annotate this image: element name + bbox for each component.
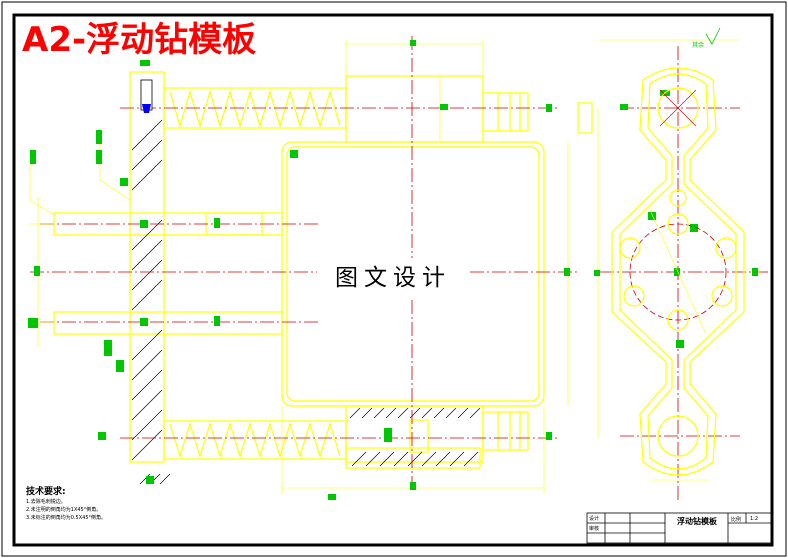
dim-text-6: [546, 104, 552, 112]
roughness-symbol: [705, 27, 721, 45]
dim-text-20: [140, 318, 148, 326]
bolt-hole-5: [623, 285, 645, 307]
right-nut: [577, 102, 593, 134]
leader-1b: [99, 179, 131, 201]
dim-text-26: [676, 340, 684, 348]
lower-rod-cap: [482, 411, 529, 451]
lower-housing: [345, 447, 481, 469]
dim-text-19: [140, 220, 148, 228]
lower-spring: [169, 421, 341, 459]
dim-text-5: [594, 270, 600, 276]
dim-text-14: [116, 360, 124, 372]
dim-text-18: [214, 316, 220, 326]
title-block: [586, 512, 773, 544]
drawing-title: A2-浮动钻模板: [22, 20, 257, 60]
dim-text-28: [290, 150, 298, 158]
base-hatch: [139, 473, 171, 485]
lower-rod: [163, 420, 347, 460]
tb-design-label: 设计: [589, 516, 600, 522]
dim-text-25: [674, 268, 680, 276]
dim-text-11: [30, 150, 36, 164]
side-outline-inner: [619, 73, 737, 470]
dim-text-30: [140, 60, 150, 66]
dim-text-32: [146, 476, 154, 484]
upper-rod-cap: [482, 92, 529, 132]
lower-housing-hatch: [351, 451, 479, 467]
dim-text-1: [410, 40, 416, 46]
main-body-inner: [286, 146, 540, 402]
dim-text-24: [690, 224, 698, 232]
side-bottom-hole: [657, 415, 699, 457]
dim-text-23: [648, 212, 656, 220]
bolt-hole-2: [667, 309, 689, 331]
tech-note-3: 3.未标注的倒角均为0.5X45°倒角。: [26, 515, 107, 521]
dim-text-29: [328, 494, 336, 500]
dim-text-3: [440, 104, 448, 110]
tech-note-1: 1.去除毛刺锐边。: [26, 499, 66, 505]
lower-block-hatch: [349, 407, 481, 419]
upper-spring: [169, 89, 341, 129]
side-view: [611, 67, 745, 476]
dim-text-31: [98, 432, 106, 440]
watermark: 图文设计: [317, 258, 469, 298]
dim-text-12: [28, 318, 38, 328]
top-center-hole: [669, 189, 687, 207]
inner-border: [12, 13, 774, 547]
scale-label: 比例: [731, 517, 742, 523]
side-top-hole: [657, 87, 699, 129]
bolt-circle: [629, 223, 727, 321]
upper-block: [345, 75, 484, 143]
title-block-frame: [586, 512, 773, 544]
surface-note: 其余: [692, 42, 705, 49]
dim-text-21: [620, 104, 628, 110]
tb-check-label: 审核: [589, 526, 600, 532]
dim-text-16: [384, 428, 392, 442]
bolt-hole-6: [711, 285, 733, 307]
diag-dim: [649, 209, 707, 335]
dim-text-4: [564, 268, 570, 276]
technical-requirements: 技术要求: 1.去除毛刺锐边。 2.未注明的倒角均为1X45°倒角。 3.未标注…: [26, 487, 106, 522]
part-name: 浮动钻模板: [677, 517, 717, 526]
side-plate: [129, 71, 165, 463]
lower-nut: [409, 419, 429, 453]
scale-value: 1:2: [750, 516, 759, 522]
pin: [140, 79, 153, 113]
dim-text-10: [96, 150, 102, 164]
side-view-crosshairs: [649, 89, 707, 335]
lower-bushing: [53, 311, 283, 335]
dim-text-13: [104, 340, 112, 356]
dim-text-27: [752, 268, 758, 276]
dim-text-2: [410, 482, 416, 490]
dim-text-8: [34, 266, 40, 276]
bolt-hole-3: [619, 237, 641, 259]
tech-note-2: 2.未注明的倒角均为1X45°倒角。: [26, 507, 102, 513]
dim-text-17: [214, 218, 220, 228]
top-cross-2: [659, 89, 697, 127]
tech-notes-heading: 技术要求:: [26, 487, 66, 497]
dim-text-15: [120, 178, 128, 186]
dim-text-9: [96, 130, 102, 144]
dim-text-7: [546, 432, 552, 440]
side-plate-hatch: [131, 119, 163, 461]
bolt-hole-4: [715, 237, 737, 259]
side-outline: [611, 67, 745, 476]
pin-tip: [142, 104, 151, 113]
leader-2b: [29, 199, 57, 217]
bolt-hole-1: [667, 213, 689, 235]
